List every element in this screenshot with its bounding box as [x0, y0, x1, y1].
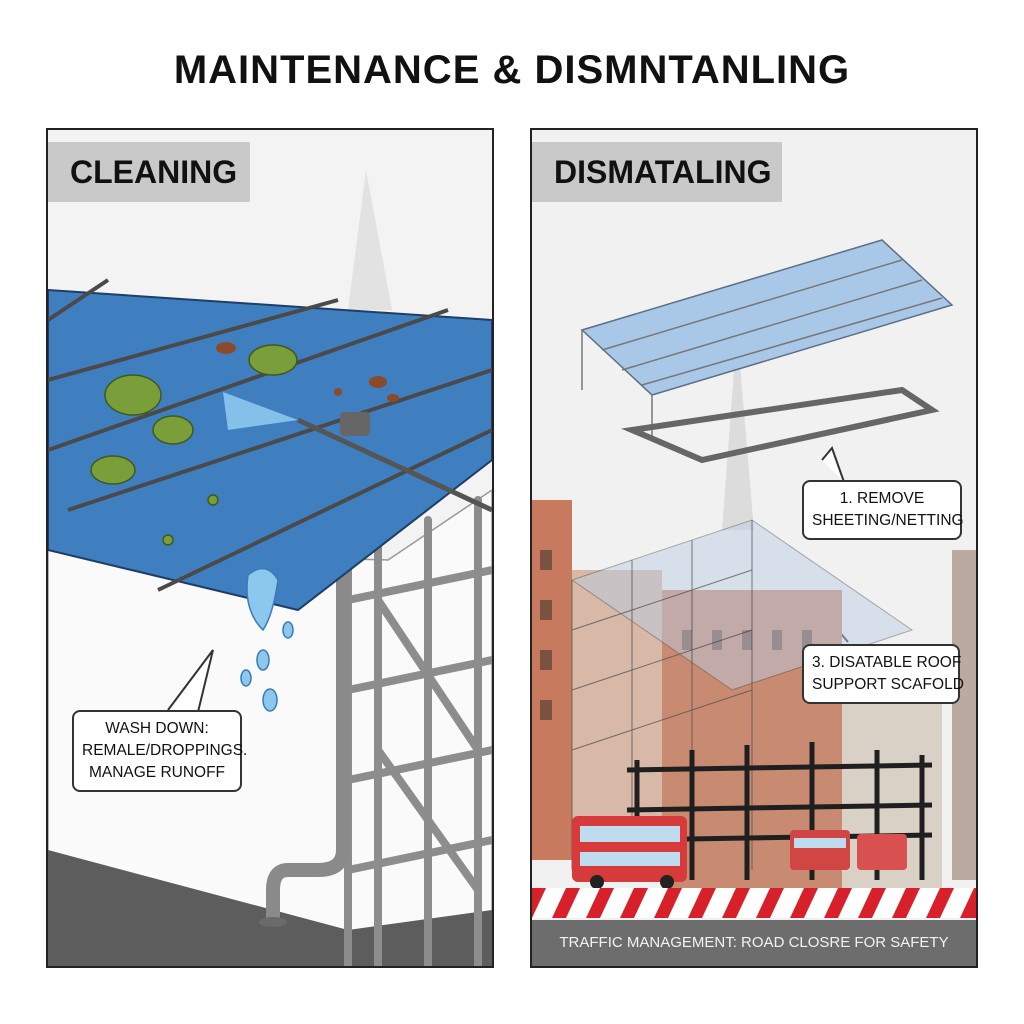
roof-callout-line2: SUPPORT SCAFOLD — [812, 676, 964, 693]
pressure-washer — [223, 392, 492, 513]
shard-tower — [722, 330, 754, 530]
moss-patches — [90, 344, 298, 546]
dismantling-panel: DISMATALING 1. REMOVE SHEETING/NETTING 3… — [530, 128, 978, 968]
wash-callout-line1: WASH DOWN: — [105, 720, 209, 737]
dismantling-illustration — [532, 130, 976, 966]
cleaning-illustration — [48, 130, 492, 966]
droppings — [216, 342, 399, 402]
remove-callout-line2: SHEETING/NETTING — [812, 512, 964, 529]
wash-down-callout: WASH DOWN: REMALE/DROPPINGS. MANAGE RUNO… — [72, 710, 248, 792]
lifted-frame — [621, 386, 940, 464]
page-title: MAINTENANCE & DISMNTANLING — [173, 48, 851, 92]
wash-callout-line3: MANAGE RUNOFF — [88, 764, 226, 781]
water-drips — [240, 567, 294, 712]
roof-scaffold-callout: 3. DISATABLE ROOF SUPPORT SCAFOLD — [802, 644, 964, 704]
traffic-management-banner: TRAFFIC MANAGEMENT: ROAD CLOSRE FOR SAFE… — [532, 920, 976, 966]
cleaning-panel: CLEANING WASH DOWN: REMALE/DROPPINGS. MA… — [46, 128, 494, 968]
lifted-roof-sheeting — [580, 239, 954, 440]
wash-callout-line2: REMALE/DROPPINGS. — [82, 742, 248, 759]
roof-callout-line1: 3. DISATABLE ROOF — [812, 654, 962, 671]
remove-callout-pointer — [821, 446, 845, 483]
safety-barrier — [532, 888, 976, 918]
red-bus-left — [572, 816, 687, 889]
roof-sheeting — [48, 288, 492, 612]
roof-tubes — [48, 278, 492, 592]
drain-pipe — [266, 560, 350, 920]
remove-callout-line1: 1. REMOVE — [839, 490, 925, 507]
scaffold-tower — [344, 496, 492, 966]
wash-callout-pointer — [167, 649, 214, 713]
remove-sheeting-callout: 1. REMOVE SHEETING/NETTING — [802, 480, 964, 540]
red-bus-right — [790, 830, 907, 870]
shard-tower — [348, 170, 392, 310]
dismantling-header: DISMATALING — [532, 142, 782, 202]
cleaning-header: CLEANING — [48, 142, 250, 202]
